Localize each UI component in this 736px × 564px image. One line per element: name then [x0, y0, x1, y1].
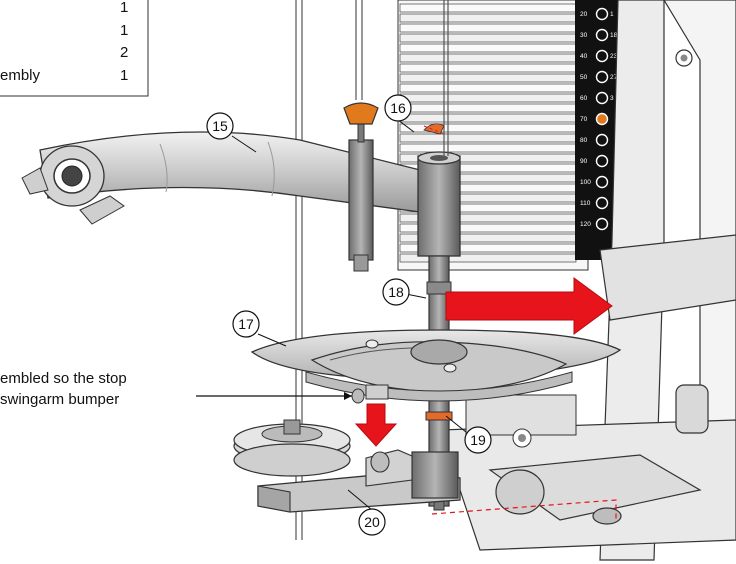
weight-label: 90 — [580, 158, 588, 165]
weight-label-right: 3 — [610, 95, 614, 102]
callout-17: 17 — [232, 310, 260, 338]
weight-hole — [595, 70, 609, 84]
weight-stack-label-strip — [575, 0, 619, 260]
weight-label: 80 — [580, 137, 588, 144]
parts-row-4-name: embly — [0, 67, 41, 84]
weight-hole — [595, 133, 609, 147]
weight-hole — [595, 154, 609, 168]
weight-hole — [595, 175, 609, 189]
parts-row-1-qty: 1 — [120, 0, 128, 16]
stop-plate — [250, 329, 622, 402]
weight-label: 40 — [580, 53, 588, 60]
weight-plate — [399, 93, 577, 103]
parts-table: 1 1 2 embly 1 — [0, 0, 149, 97]
pull-pin-knob — [343, 102, 379, 125]
callout-19-label: 19 — [470, 432, 486, 448]
weight-plate — [399, 3, 577, 13]
weight-plate — [399, 23, 577, 33]
note-line-2: swingarm bumper — [0, 391, 119, 408]
callout-16: 16 — [384, 94, 412, 122]
weight-label: 120 — [580, 221, 591, 228]
pull-pin — [343, 102, 379, 272]
callout-19: 19 — [464, 426, 492, 454]
weight-plate — [399, 143, 577, 153]
direction-arrow-down — [354, 403, 398, 447]
callout-16-label: 16 — [390, 100, 406, 116]
weight-label-right: 18 — [610, 32, 618, 39]
weight-plate — [399, 73, 577, 83]
weight-label-right: 1 — [610, 11, 614, 18]
weight-label: 50 — [580, 74, 588, 81]
callout-20-label: 20 — [364, 514, 380, 530]
weight-plate — [399, 43, 577, 53]
weight-plate — [399, 13, 577, 23]
machine-frame — [439, 0, 736, 561]
weight-label: 60 — [580, 95, 588, 102]
weight-plate — [399, 33, 577, 43]
callout-18: 18 — [382, 278, 410, 306]
alignment-line — [431, 499, 617, 520]
parts-row-3-qty: 2 — [120, 44, 128, 61]
frame-foot-bumper — [495, 469, 545, 515]
weight-hole — [595, 91, 609, 105]
weight-plate — [399, 113, 577, 123]
weight-label-right: 27 — [610, 74, 618, 81]
weight-hole — [595, 196, 609, 210]
callout-18-label: 18 — [388, 284, 404, 300]
pulley — [233, 419, 351, 477]
weight-plate — [399, 53, 577, 63]
weight-label: 70 — [580, 116, 588, 123]
parts-row-4-qty: 1 — [120, 67, 128, 84]
weight-hole — [595, 217, 609, 231]
lower-bracket — [257, 449, 461, 513]
callout-15-label: 15 — [212, 118, 228, 134]
weight-hole — [595, 28, 609, 42]
note-line-1: embled so the stop — [0, 370, 127, 387]
pivot-housing — [417, 151, 461, 511]
parts-table-border — [0, 0, 149, 97]
weight-label: 100 — [580, 179, 591, 186]
weight-label-right: 23 — [610, 53, 618, 60]
callout-15: 15 — [206, 112, 234, 140]
weight-hole — [595, 7, 609, 21]
callout-17-label: 17 — [238, 316, 254, 332]
weight-label: 110 — [580, 200, 591, 207]
weight-labels: 20 30 40 50 60 70 80 90 100 110 120 1 18 23 27 3 — [580, 7, 618, 231]
weight-hole — [595, 112, 609, 126]
weight-hole — [595, 49, 609, 63]
weight-plate — [399, 83, 577, 93]
swing-arm — [21, 131, 421, 225]
weight-plate — [399, 133, 577, 143]
frame-pad — [675, 384, 709, 434]
cable-clip — [423, 123, 445, 135]
weight-label: 30 — [580, 32, 588, 39]
callout-20: 20 — [358, 508, 386, 536]
post-collar — [425, 411, 453, 421]
weight-label: 20 — [580, 11, 588, 18]
weight-plate — [399, 63, 577, 73]
parts-row-2-qty: 1 — [120, 22, 128, 39]
weight-plate — [399, 103, 577, 113]
direction-arrow-right — [445, 277, 613, 335]
